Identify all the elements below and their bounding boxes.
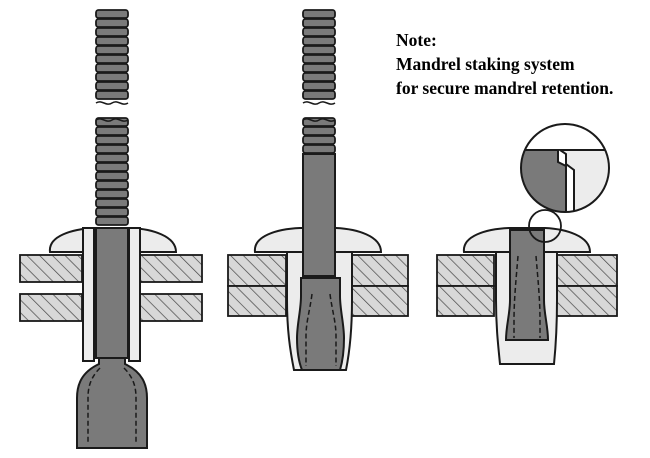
workpiece-plates [19,254,203,322]
detail-callout-small [528,209,562,243]
note-text-block: Note: Mandrel staking system for secure … [396,28,646,100]
mandrel-shank [302,153,336,277]
stage-after-setting [436,123,618,365]
note-line-2: for secure mandrel retention. [396,78,614,98]
mandrel-serrations-top [302,9,336,100]
stage-during-setting [227,9,409,371]
note-line-1: Mandrel staking system [396,54,575,74]
mandrel-head [76,357,148,449]
mandrel-serrations-lower [95,117,129,226]
mandrel-retained [504,229,550,341]
mandrel-head-formed [295,277,346,371]
mandrel-shank [95,227,129,359]
mandrel-serrations-lower [302,117,336,154]
detail-callout-large [520,123,610,213]
note-heading: Note: [396,30,437,50]
stage-before-setting [19,9,203,449]
rivet-sleeve [82,227,141,362]
mandrel-serrations-top [95,9,129,100]
workpiece-plates [436,254,618,317]
